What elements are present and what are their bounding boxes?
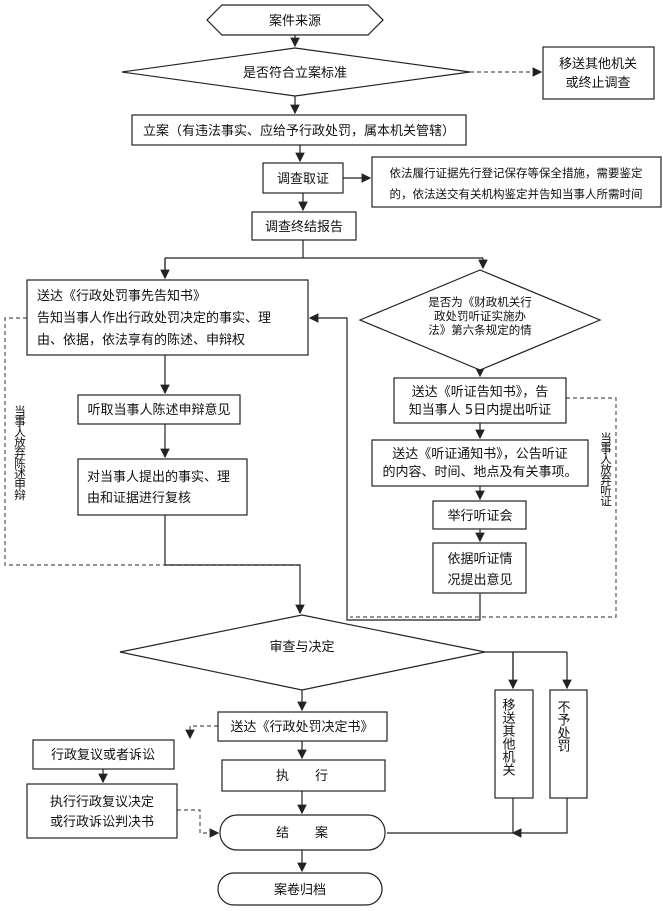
prior-notice-line2: 告知当事人作出行政处罚决定的事实、理	[37, 310, 271, 326]
decision-doc-label: 送达《行政处罚决定书》	[230, 720, 373, 735]
prior-notice-line1: 送达《行政处罚事先告知书》	[37, 288, 206, 304]
listen-label: 听取当事人陈述申辩意见	[87, 402, 230, 418]
decision-doc-node	[217, 711, 388, 742]
close-node	[219, 814, 386, 851]
waive-hearing-label: 当事人放弃听证	[599, 431, 613, 506]
no-penalty-label: 不予处罚	[555, 700, 571, 752]
hearing-question-line3: 法》第六条规定的情	[428, 323, 532, 337]
hearing-opinion-line2: 况提出意见	[447, 572, 512, 588]
evidence-note-line2: 的，依法送交有关机构鉴定并告知当事人所需时间	[390, 187, 643, 201]
transfer-or-stop-line1: 移送其他机关	[559, 57, 637, 72]
evidence-note-line1: 依法履行证据先行登记保存等保全措施，需要鉴定	[390, 166, 643, 180]
final-report-node	[251, 211, 357, 241]
hearing-question-line1: 是否为《财政机关行	[428, 295, 532, 309]
prior-notice-line3: 由、依据，依法享有的陈述、申辩权	[37, 332, 245, 348]
source-node	[206, 4, 384, 36]
criteria-label: 是否符合立案标准	[243, 65, 347, 81]
hearing-notice-line1: 送达《听证告知书》，告	[412, 384, 549, 400]
transfer-or-stop-node	[542, 46, 655, 100]
hearing-notice-line2: 知当事人 5日内提出听证	[409, 402, 551, 418]
no-penalty-node	[549, 689, 588, 799]
hearing-question-line2: 政处罚听证实施办	[434, 309, 526, 323]
waive-statement-label: 当事人放弃陈述申辩	[13, 404, 27, 501]
source-label: 案件来源	[269, 14, 321, 29]
review-node	[77, 458, 248, 516]
criteria-decision	[121, 47, 471, 97]
listen-node	[77, 394, 241, 425]
hearing-notification-node	[371, 439, 589, 487]
hearing-notification-line2: 的内容、时间、地点及有关事项。	[382, 464, 577, 480]
transfer-node	[494, 689, 534, 799]
close-label: 结 案	[276, 826, 328, 841]
execute-appeal-node	[26, 783, 178, 839]
hearing-decision	[358, 269, 602, 371]
decide-decision	[119, 614, 486, 691]
review-line1: 对当事人提出的事实、理	[87, 469, 230, 485]
archive-label: 案卷归档	[274, 882, 326, 898]
final-report-label: 调查终结报告	[265, 219, 343, 235]
hold-hearing-label: 举行听证会	[447, 509, 512, 524]
hearing-opinion-line1: 依据听证情	[447, 552, 512, 567]
hearing-opinion-node	[432, 542, 527, 594]
investigate-node	[262, 162, 344, 194]
review-line2: 由和证据进行复核	[87, 491, 191, 506]
execute-label: 执 行	[276, 769, 328, 784]
transfer-or-stop-line2: 或终止调查	[565, 75, 630, 91]
investigate-label: 调查取证	[277, 172, 329, 187]
file-case-label: 立案（有违法事实、应给予行政处罚，属本机关管辖）	[143, 123, 455, 139]
connectors	[4, 35, 617, 873]
hearing-notice-node	[393, 377, 567, 424]
execute-node	[221, 759, 386, 792]
appeal-label: 行政复议或者诉讼	[51, 748, 155, 763]
decide-label: 审查与决定	[269, 640, 334, 655]
transfer-label: 移送其他机关	[500, 698, 516, 776]
archive-node	[217, 872, 383, 906]
hold-hearing-node	[432, 500, 527, 530]
hearing-notification-line1: 送达《听证通知书》，公告听证	[392, 446, 568, 462]
execute-appeal-line1: 执行行政复议决定	[50, 795, 154, 810]
appeal-node	[32, 739, 175, 770]
execute-appeal-line2: 或行政诉讼判决书	[50, 815, 154, 830]
evidence-note-node	[371, 156, 662, 208]
file-case-node	[131, 114, 467, 146]
prior-notice-node	[26, 279, 309, 356]
